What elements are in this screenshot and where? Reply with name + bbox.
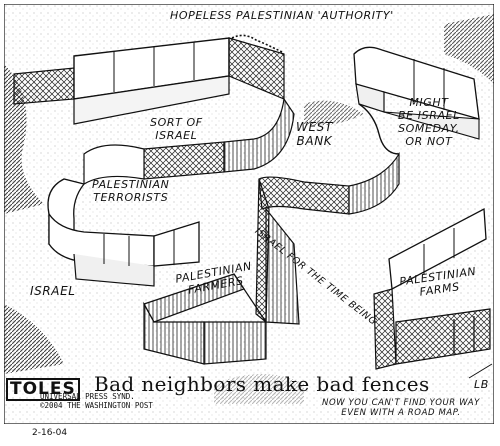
label-might-be-israel: MIGHT BE ISRAEL SOMEDAY, OR NOT (398, 96, 460, 148)
credit-line: UNIVERSAL PRESS SYND. (40, 392, 135, 401)
label-line: TERRORISTS (93, 191, 169, 204)
top-concrete-wall (13, 34, 285, 125)
note-line: EVEN WITH A ROAD MAP. (341, 408, 461, 418)
publish-date: 2-16-04 (32, 428, 68, 438)
cartoon-caption: Bad neighbors make bad fences (94, 372, 430, 396)
farmers-enclosure (143, 273, 267, 365)
label-line: MIGHT (409, 96, 449, 109)
label-sort-of-israel: SORT OF ISRAEL (150, 116, 203, 142)
farms-fence (373, 207, 491, 370)
label-line: ISRAEL (155, 129, 198, 142)
label-line: BANK (296, 134, 333, 148)
artist-logo: TOLES (6, 378, 80, 401)
central-fence (255, 151, 400, 325)
label-line: SOMEDAY, (398, 122, 460, 135)
signature-stroke (468, 363, 493, 379)
cartoon-title: HOPELESS PALESTINIAN 'AUTHORITY' (170, 9, 394, 22)
label-line: BE ISRAEL (398, 109, 460, 122)
note-line: NOW YOU CAN'T FIND YOUR WAY (322, 398, 480, 408)
label-palestinian-terrorists: PALESTINIAN TERRORISTS (92, 178, 169, 204)
sort-of-israel-fence (83, 97, 295, 186)
label-line: OR NOT (405, 135, 453, 148)
left-serpentine-wall (47, 178, 200, 287)
artist-initials: LB (474, 378, 489, 391)
label-line: PALESTINIAN (92, 178, 170, 191)
credit-line: ©2004 THE WASHINGTON POST (40, 401, 153, 410)
syndicate-credit: UNIVERSAL PRESS SYND. ©2004 THE WASHINGT… (40, 392, 153, 410)
label-west-bank: WEST BANK (296, 120, 333, 148)
road-map-note: NOW YOU CAN'T FIND YOUR WAY EVEN WITH A … (322, 398, 480, 418)
right-serpentine-wall (353, 46, 480, 155)
label-line: SORT OF (150, 116, 203, 129)
label-israel: ISRAEL (30, 284, 76, 298)
label-line: WEST (296, 120, 333, 134)
cartoon-artwork (4, 4, 494, 424)
